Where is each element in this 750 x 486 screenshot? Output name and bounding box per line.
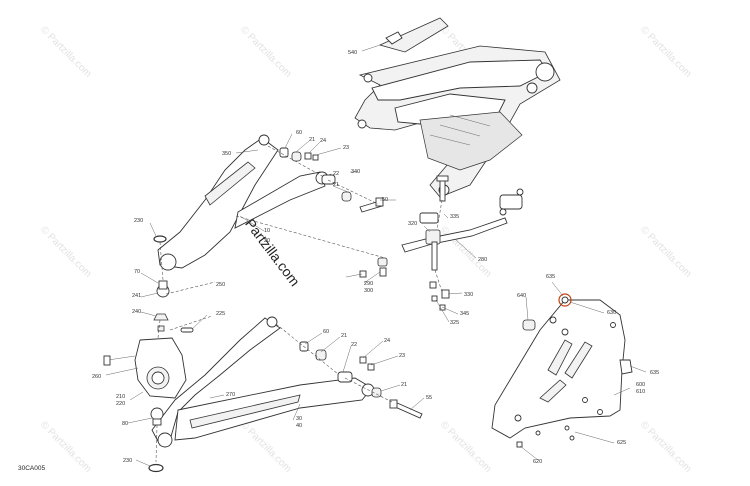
part-label: 625 bbox=[617, 440, 626, 446]
part-label: 22 bbox=[333, 171, 339, 177]
bracket-540 bbox=[385, 31, 403, 45]
part-label: 50 bbox=[382, 197, 388, 203]
upper-a-arm bbox=[157, 134, 329, 271]
sway-bar bbox=[359, 175, 524, 311]
part-label: 22 bbox=[351, 342, 357, 348]
watermark: © Partzilla.com bbox=[638, 24, 693, 79]
part-label: 30 bbox=[296, 416, 302, 422]
part-label: 320 bbox=[408, 221, 417, 227]
part-label: 225 bbox=[216, 311, 225, 317]
watermark: © Partzilla.com bbox=[38, 224, 93, 279]
watermark: © Partzilla.com bbox=[638, 419, 693, 474]
part-label: 70 bbox=[134, 269, 140, 275]
part-label: 270 bbox=[226, 392, 235, 398]
part-label: 340 bbox=[351, 169, 360, 175]
part-label: 300 bbox=[364, 288, 373, 294]
part-label: 335 bbox=[450, 214, 459, 220]
part-label: 620 bbox=[533, 459, 542, 465]
steering-knuckle bbox=[103, 337, 187, 399]
part-label: 24 bbox=[384, 338, 390, 344]
part-label: 21 bbox=[401, 382, 407, 388]
lower-a-arm bbox=[151, 316, 375, 448]
part-label: 230 bbox=[134, 218, 143, 224]
watermark: © Partzilla.com bbox=[238, 419, 293, 474]
part-label: 540 bbox=[348, 50, 357, 56]
watermark: © Partzilla.com bbox=[238, 24, 293, 79]
part-label: 635 bbox=[546, 274, 555, 280]
part-label: 55 bbox=[426, 395, 432, 401]
part-label: 60 bbox=[323, 329, 329, 335]
part-label: 60 bbox=[296, 130, 302, 136]
part-label: 635 bbox=[650, 370, 659, 376]
part-label: 20 bbox=[264, 238, 270, 244]
part-label: 10 bbox=[264, 228, 270, 234]
part-label: 325 bbox=[450, 320, 459, 326]
part-label: 350 bbox=[222, 151, 231, 157]
part-label: 600 bbox=[636, 382, 645, 388]
part-label: 345 bbox=[460, 311, 469, 317]
part-label: 23 bbox=[343, 145, 349, 151]
part-label: 220 bbox=[116, 401, 125, 407]
part-label: 290 bbox=[364, 281, 373, 287]
part-label: 330 bbox=[464, 292, 473, 298]
part-label: 23 bbox=[399, 353, 405, 359]
part-label: 21 bbox=[309, 137, 315, 143]
part-label: 230 bbox=[123, 458, 132, 464]
part-label: 21 bbox=[341, 333, 347, 339]
watermark: © Partzilla.com bbox=[438, 419, 493, 474]
watermark: © Partzilla.com bbox=[638, 224, 693, 279]
part-label: 241 bbox=[132, 293, 141, 299]
part-label: 240 bbox=[132, 309, 141, 315]
part-label: 80 bbox=[122, 421, 128, 427]
figure-code: 30CA005 bbox=[18, 465, 45, 472]
assembly-lines bbox=[155, 145, 443, 463]
frame-assembly bbox=[354, 17, 561, 198]
part-label: 21 bbox=[333, 182, 339, 188]
part-label: 210 bbox=[116, 394, 125, 400]
watermark: © Partzilla.com bbox=[38, 419, 93, 474]
part-label: 260 bbox=[92, 374, 101, 380]
left-hardware bbox=[148, 235, 194, 473]
part-label: 24 bbox=[320, 138, 326, 144]
part-label: 640 bbox=[517, 293, 526, 299]
watermark: © Partzilla.com bbox=[38, 24, 93, 79]
part-label: 610 bbox=[636, 389, 645, 395]
part-label: 630 bbox=[607, 310, 616, 316]
part-label: 40 bbox=[296, 423, 302, 429]
part-callouts: 540 350 60 21 24 23 22 21 50 10 20 230 3… bbox=[92, 50, 659, 465]
skid-plate bbox=[491, 293, 633, 448]
part-label: 250 bbox=[216, 282, 225, 288]
part-label: 280 bbox=[478, 257, 487, 263]
leader-lines bbox=[105, 44, 647, 467]
upper-arm-hardware bbox=[279, 147, 384, 213]
